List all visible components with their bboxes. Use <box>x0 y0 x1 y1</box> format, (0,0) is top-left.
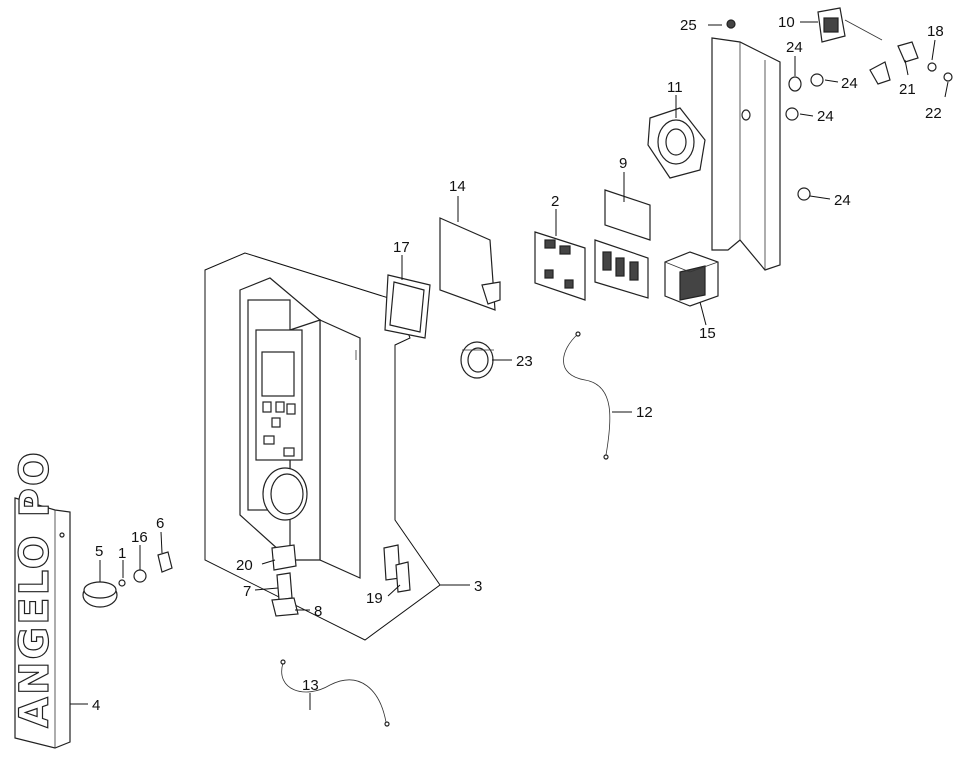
callout-20: 20 <box>236 557 253 574</box>
callout-16: 16 <box>131 529 148 546</box>
top-right-small-parts <box>726 19 953 201</box>
callout-4: 4 <box>92 697 100 714</box>
callout-24-d: 24 <box>834 192 851 209</box>
lower-parts <box>271 544 411 617</box>
callout-24-a: 24 <box>786 39 803 56</box>
callout-18: 18 <box>927 23 944 40</box>
callout-8: 8 <box>314 603 322 620</box>
part-13-wire <box>281 662 387 723</box>
part-14-plate <box>439 217 501 311</box>
callout-25: 25 <box>680 17 697 34</box>
part-21-connector <box>897 41 919 63</box>
part-7-fitting <box>276 572 293 601</box>
callout-numbers: 1 2 3 4 5 6 7 8 9 10 11 12 13 14 15 16 1… <box>92 14 944 714</box>
callout-3: 3 <box>474 578 482 595</box>
part-22-nut <box>943 72 953 82</box>
part-25-screw <box>726 19 736 29</box>
part-1-washer <box>118 579 126 587</box>
part-9-board <box>594 189 651 299</box>
callout-1: 1 <box>118 545 126 562</box>
knob-parts <box>82 551 173 608</box>
part-24-grommet-d <box>797 187 811 201</box>
part-11-fan <box>647 107 706 179</box>
control-panel <box>239 277 361 579</box>
part-24-grommet-a <box>788 76 802 92</box>
callout-2: 2 <box>551 193 559 210</box>
part-10-switch <box>817 7 883 43</box>
callout-19: 19 <box>366 590 383 607</box>
leader-lines <box>70 21 949 710</box>
callout-23: 23 <box>516 353 533 370</box>
callout-14: 14 <box>449 178 466 195</box>
bracket <box>869 61 891 85</box>
part-12-wire <box>563 333 611 456</box>
callout-22: 22 <box>925 105 942 122</box>
part-18-ring <box>927 62 937 72</box>
part-8-clip <box>271 597 299 617</box>
part-23-fan <box>460 341 494 379</box>
callout-7: 7 <box>243 583 251 600</box>
part-16-nut <box>133 569 147 583</box>
callout-10: 10 <box>778 14 795 31</box>
part-24-grommet-b <box>810 73 824 87</box>
callout-21: 21 <box>899 81 916 98</box>
callout-6: 6 <box>156 515 164 532</box>
part-2-board <box>534 231 586 301</box>
callout-12: 12 <box>636 404 653 421</box>
part-15-transformer <box>664 251 719 307</box>
callout-5: 5 <box>95 543 103 560</box>
callout-15: 15 <box>699 325 716 342</box>
part-24-grommet-c <box>785 107 799 121</box>
callout-11: 11 <box>667 79 683 96</box>
part-20-connector <box>271 544 297 571</box>
part-17-frame <box>384 274 431 339</box>
callout-24-b: 24 <box>841 75 858 92</box>
part-4-side-panel: ANGELO PO <box>11 449 71 749</box>
logo-text: ANGELO PO <box>12 450 58 728</box>
part-6-potentiometer <box>157 551 173 573</box>
callout-24-c: 24 <box>817 108 834 125</box>
callout-17: 17 <box>393 239 410 256</box>
back-chassis <box>711 37 781 271</box>
callout-13: 13 <box>302 677 319 694</box>
callout-9: 9 <box>619 155 627 172</box>
